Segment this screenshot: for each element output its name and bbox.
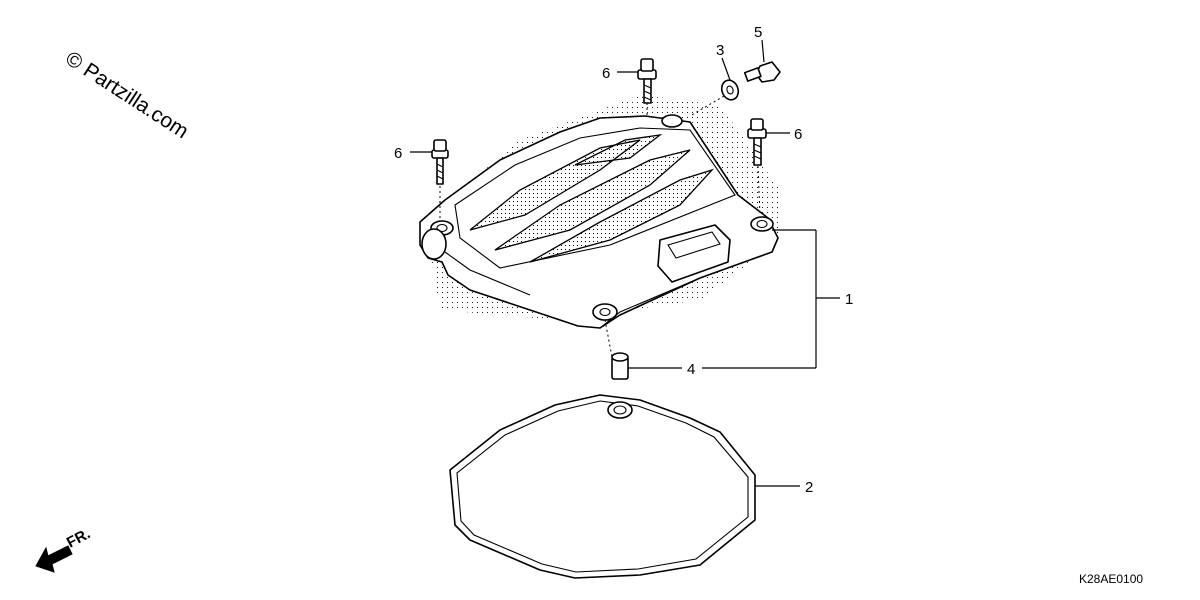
bolt-center [637, 58, 657, 104]
callout-5: 5 [754, 24, 762, 41]
callout-3: 3 [716, 42, 724, 59]
callout-6-right: 6 [794, 126, 802, 143]
bolt-left [431, 139, 449, 185]
washer [720, 79, 740, 101]
alignment-lines [439, 95, 761, 358]
front-arrow-icon [35, 545, 73, 573]
leader-lines [410, 39, 840, 487]
head-cover-gasket [449, 394, 756, 579]
callout-4: 4 [687, 361, 695, 378]
callout-6-center: 6 [602, 65, 610, 82]
cylinder-head-cover [419, 114, 779, 329]
callout-1: 1 [845, 291, 853, 308]
dowel-pin [611, 352, 629, 380]
drawing-code: K28AE0100 [1079, 572, 1143, 586]
bolt-right [747, 118, 767, 166]
small-bolt [743, 61, 781, 83]
front-direction-marker: FR. [35, 525, 93, 573]
watermark-text: © Partzilla.com [61, 47, 192, 143]
callouts: 6 6 6 3 5 1 4 2 [394, 24, 853, 496]
callout-2: 2 [805, 479, 813, 496]
callout-6-left: 6 [394, 145, 402, 162]
watermark: © Partzilla.com [61, 47, 192, 143]
